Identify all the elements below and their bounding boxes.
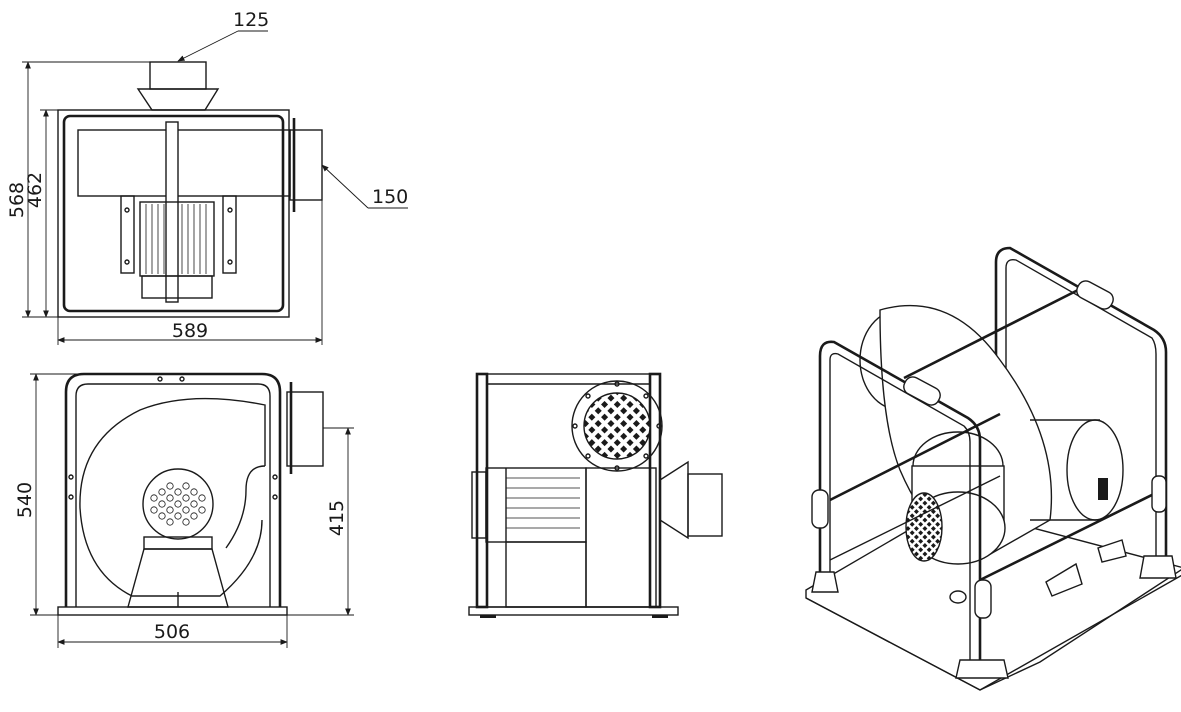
front-frame-tube [64, 372, 282, 607]
front-base-plate [57, 606, 288, 616]
hub-holes [150, 482, 206, 526]
side-outlet [687, 473, 723, 537]
dim-inlet-diameter: 125 [233, 9, 269, 31]
iso-outlet-mesh [905, 492, 943, 562]
isometric-view [805, 246, 1181, 691]
iso-motor [1066, 419, 1124, 521]
front-outlet-pipe [286, 391, 324, 467]
center-bar [165, 121, 179, 303]
inlet-ring [571, 380, 663, 472]
side-base [468, 606, 679, 616]
side-motor [485, 467, 587, 543]
volute-housing [79, 397, 266, 597]
frame-tube [62, 114, 285, 313]
iso-front-frame [818, 340, 982, 664]
inlet-mesh [583, 392, 651, 460]
top-view: 125 150 568 462 589 [6, 9, 408, 345]
inlet-cone [136, 88, 220, 111]
motor-base [141, 275, 213, 299]
dim-base-width: 506 [154, 621, 190, 643]
dim-overall-width: 589 [172, 320, 208, 342]
front-view: 540 415 506 [14, 372, 354, 648]
fan-hub [142, 468, 214, 540]
dim-overall-height-front: 540 [14, 482, 36, 518]
dim-outlet-diameter: 150 [372, 186, 408, 208]
motor-bracket-right [222, 195, 237, 274]
dim-overall-height-top: 568 [6, 182, 28, 218]
inlet-collar [149, 61, 207, 90]
side-view [468, 372, 723, 618]
motor-bracket-left [120, 195, 135, 274]
dim-frame-height-top: 462 [24, 172, 46, 208]
frame-outline [57, 109, 290, 318]
housing [77, 129, 291, 197]
dim-outlet-height: 415 [326, 500, 348, 536]
